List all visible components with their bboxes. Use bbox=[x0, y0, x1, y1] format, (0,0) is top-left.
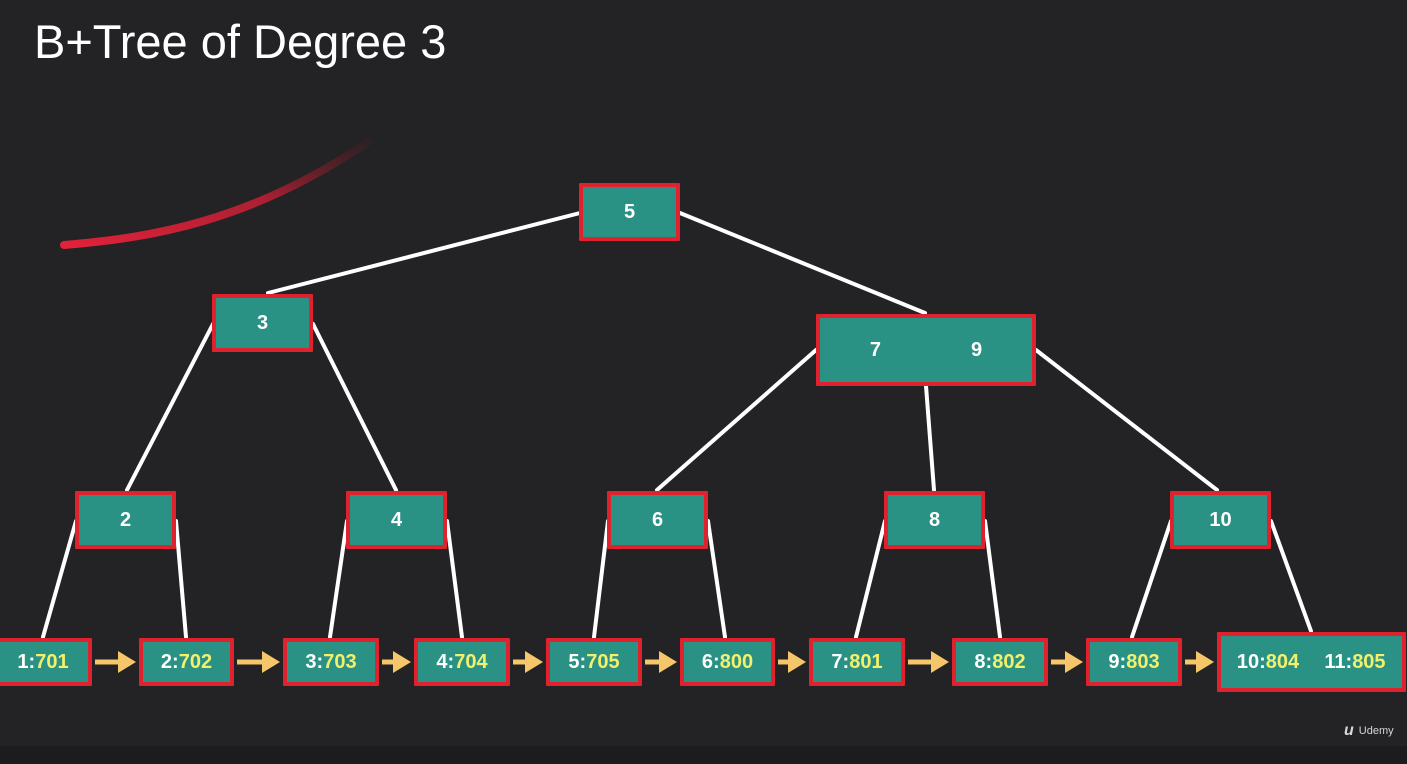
video-bottom-band bbox=[0, 746, 1407, 764]
leaf-entry: 6:800 bbox=[702, 651, 753, 673]
leaf-node-10: 10:804 11:805 bbox=[1217, 632, 1406, 692]
edge-6-to-leaf-6 bbox=[706, 519, 727, 639]
leaf-link-arrow-icon bbox=[513, 651, 543, 673]
edge-root-to-7-9 bbox=[678, 211, 927, 315]
leaf-link-arrow-icon bbox=[95, 651, 136, 673]
leaf-entry: 5:705 bbox=[568, 651, 619, 673]
leaf-key: 6 bbox=[702, 651, 713, 673]
tree-node-internal-8: 8 bbox=[884, 491, 985, 549]
tree-node-internal-3: 3 bbox=[212, 294, 313, 352]
leaf-entry: 8:802 bbox=[974, 651, 1025, 673]
edge-2-to-leaf-2 bbox=[174, 519, 188, 639]
leaf-value: 702 bbox=[179, 651, 212, 673]
leaf-link-arrow-icon bbox=[1051, 651, 1083, 673]
leaf-entry: 11:805 bbox=[1324, 651, 1385, 673]
leaf-value: 802 bbox=[992, 651, 1025, 673]
leaf-key: 5 bbox=[568, 651, 579, 673]
node-key: 5 bbox=[624, 201, 635, 223]
leaf-node-3: 3:703 bbox=[283, 638, 379, 686]
leaf-entry: 1:701 bbox=[17, 651, 68, 673]
edge-10-to-leaf-10-11 bbox=[1269, 519, 1313, 633]
leaf-value: 803 bbox=[1126, 651, 1159, 673]
leaf-node-5: 5:705 bbox=[546, 638, 642, 686]
tree-node-internal-2: 2 bbox=[75, 491, 176, 549]
leaf-value: 705 bbox=[586, 651, 619, 673]
leaf-entry: 4:704 bbox=[436, 651, 488, 673]
edge-10-to-leaf-9 bbox=[1130, 519, 1173, 639]
tree-node-internal-4: 4 bbox=[346, 491, 447, 549]
node-key: 7 bbox=[870, 339, 881, 361]
leaf-link-arrow-icon bbox=[237, 651, 280, 673]
leaf-entry: 7:801 bbox=[831, 651, 882, 673]
leaf-value: 704 bbox=[454, 651, 488, 673]
leaf-key: 2 bbox=[161, 651, 172, 673]
leaf-value: 800 bbox=[720, 651, 753, 673]
brand-watermark: u Udemy bbox=[1344, 722, 1394, 740]
annotation-stroke bbox=[60, 138, 372, 249]
leaf-value: 703 bbox=[323, 651, 356, 673]
edge-3-to-2 bbox=[125, 322, 215, 492]
leaf-entry: 2:702 bbox=[161, 651, 212, 673]
leaf-node-4: 4:704 bbox=[414, 638, 510, 686]
edge-2-to-leaf-1 bbox=[41, 519, 78, 639]
leaf-key: 7 bbox=[831, 651, 842, 673]
leaf-value: 701 bbox=[35, 651, 68, 673]
leaf-node-7: 7:801 bbox=[809, 638, 905, 686]
tree-node-internal-10: 10 bbox=[1170, 491, 1271, 549]
leaf-entry: 9:803 bbox=[1108, 651, 1159, 673]
tree-node-internal-6: 6 bbox=[607, 491, 708, 549]
edge-7-9-to-6 bbox=[655, 348, 818, 492]
node-key: 4 bbox=[391, 509, 403, 531]
leaf-link-arrow-icon bbox=[645, 651, 677, 673]
leaf-value: 804 bbox=[1266, 651, 1300, 673]
node-key: 6 bbox=[652, 509, 663, 531]
node-key: 9 bbox=[971, 339, 982, 361]
leaf-node-2: 2:702 bbox=[139, 638, 234, 686]
leaf-key: 11 bbox=[1324, 651, 1345, 673]
leaf-key: 1 bbox=[17, 651, 28, 673]
edge-3-to-4 bbox=[311, 322, 398, 492]
leaf-key: 3 bbox=[305, 651, 316, 673]
edge-6-to-leaf-5 bbox=[592, 519, 610, 639]
edge-4-to-leaf-4 bbox=[445, 519, 464, 639]
leaf-node-6: 6:800 bbox=[680, 638, 775, 686]
leaf-link-arrow-icon bbox=[382, 651, 411, 673]
edge-root-to-3 bbox=[266, 211, 582, 295]
leaf-value: 805 bbox=[1352, 651, 1385, 673]
leaf-link-arrow-icon bbox=[778, 651, 806, 673]
leaf-link-arrow-icon bbox=[908, 651, 949, 673]
node-key: 10 bbox=[1209, 509, 1231, 531]
edge-8-to-leaf-7 bbox=[854, 519, 887, 639]
node-key: 2 bbox=[120, 509, 131, 531]
udemy-logo-icon: u bbox=[1344, 722, 1354, 739]
leaf-node-8: 8:802 bbox=[952, 638, 1048, 686]
leaf-key: 9 bbox=[1108, 651, 1119, 673]
leaf-key: 10 bbox=[1237, 651, 1259, 673]
node-key: 8 bbox=[929, 509, 940, 531]
leaf-node-1: 1:701 bbox=[0, 638, 92, 686]
leaf-entry: 3:703 bbox=[305, 651, 356, 673]
node-key: 3 bbox=[257, 312, 268, 334]
diagram-title: B+Tree of Degree 3 bbox=[34, 15, 447, 68]
edge-7-9-to-10 bbox=[1034, 348, 1219, 492]
leaf-node-9: 9:803 bbox=[1086, 638, 1182, 686]
edge-7-9-to-8 bbox=[924, 384, 936, 492]
leaf-value: 801 bbox=[849, 651, 882, 673]
leaf-link-arrow-icon bbox=[1185, 651, 1214, 673]
edge-8-to-leaf-8 bbox=[983, 519, 1002, 639]
leaf-key: 8 bbox=[974, 651, 985, 673]
leaf-key: 4 bbox=[436, 651, 448, 673]
edge-4-to-leaf-3 bbox=[328, 519, 349, 639]
tree-node-root: 5 bbox=[579, 183, 680, 241]
brand-label: Udemy bbox=[1358, 725, 1394, 737]
leaf-entry: 10:804 bbox=[1237, 651, 1300, 673]
